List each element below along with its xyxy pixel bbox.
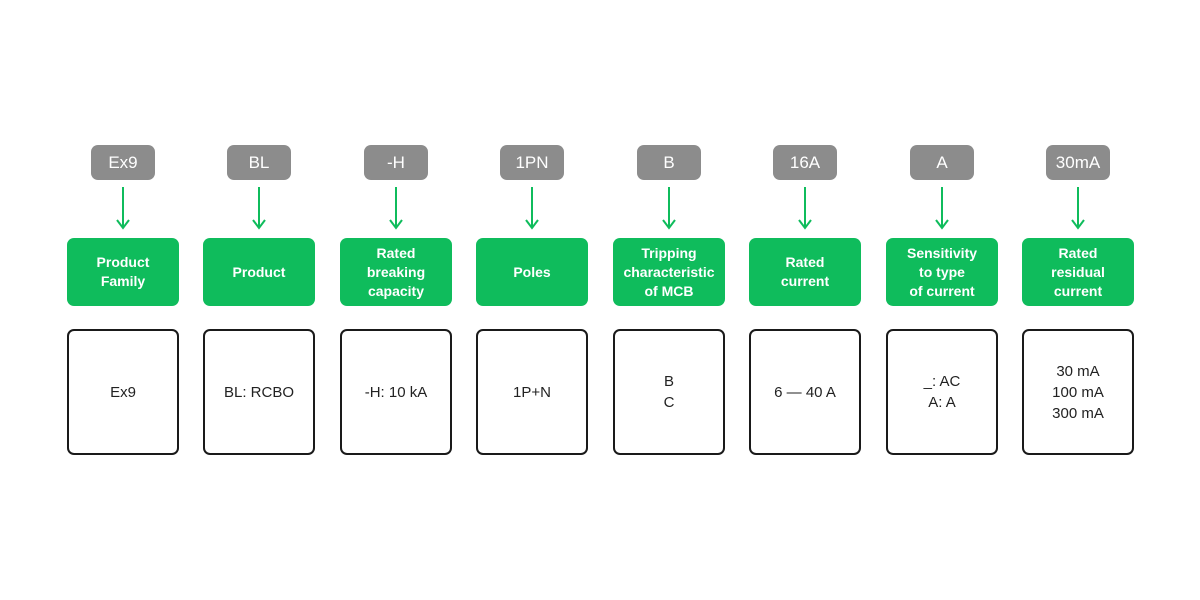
label-text: Poles <box>513 263 551 280</box>
column-rated-current: 16A Rated current 6 — 40 A <box>749 0 861 600</box>
down-arrow-icon <box>935 187 949 230</box>
column-residual-current: 30mA Rated residual current 30 mA 100 mA… <box>1022 0 1134 600</box>
value-box: 6 — 40 A <box>749 329 861 455</box>
column-sensitivity: A Sensitivity to type of current _: AC A… <box>886 0 998 600</box>
column-product-family: Ex9 Product Family Ex9 <box>67 0 179 600</box>
value-box: 1P+N <box>476 329 588 455</box>
value-text: B C <box>663 373 675 411</box>
down-arrow-icon <box>252 187 266 230</box>
value-text: 6 — 40 A <box>774 383 836 401</box>
column-tripping-characteristic: B Tripping characteristic of MCB B C <box>613 0 725 600</box>
code-tag: B <box>637 145 701 180</box>
value-text: _: AC A: A <box>923 373 961 411</box>
label-text: Tripping characteristic of MCB <box>623 244 715 299</box>
code-tag: 30mA <box>1046 145 1110 180</box>
value-box: 30 mA 100 mA 300 mA <box>1022 329 1134 455</box>
label-box: Tripping characteristic of MCB <box>613 238 725 306</box>
value-box: _: AC A: A <box>886 329 998 455</box>
label-box: Product <box>203 238 315 306</box>
value-text: 1P+N <box>513 383 551 401</box>
down-arrow-icon <box>389 187 403 230</box>
code-tag: Ex9 <box>91 145 155 180</box>
value-box: -H: 10 kA <box>340 329 452 455</box>
down-arrow-icon <box>1071 187 1085 230</box>
label-text: Rated breaking capacity <box>366 244 426 299</box>
code-tag: -H <box>364 145 428 180</box>
label-box: Rated current <box>749 238 861 306</box>
label-text: Product Family <box>96 254 150 289</box>
down-arrow-icon <box>116 187 130 230</box>
code-tag: BL <box>227 145 291 180</box>
label-box: Rated breaking capacity <box>340 238 452 306</box>
down-arrow-icon <box>525 187 539 230</box>
value-text: Ex9 <box>110 383 136 401</box>
label-text: Rated current <box>780 254 830 289</box>
value-text: 30 mA 100 mA 300 mA <box>1052 362 1104 422</box>
label-box: Poles <box>476 238 588 306</box>
value-box: Ex9 <box>67 329 179 455</box>
code-tag: 16A <box>773 145 837 180</box>
label-box: Product Family <box>67 238 179 306</box>
value-text: -H: 10 kA <box>364 383 428 401</box>
label-text: Rated residual current <box>1051 244 1105 299</box>
value-box: BL: RCBO <box>203 329 315 455</box>
label-box: Sensitivity to type of current <box>886 238 998 306</box>
column-product: BL Product BL: RCBO <box>203 0 315 600</box>
value-box: B C <box>613 329 725 455</box>
value-text: BL: RCBO <box>223 383 295 401</box>
column-poles: 1PN Poles 1P+N <box>476 0 588 600</box>
label-box: Rated residual current <box>1022 238 1134 306</box>
down-arrow-icon <box>662 187 676 230</box>
code-tag: 1PN <box>500 145 564 180</box>
label-text: Sensitivity to type of current <box>906 244 978 299</box>
column-breaking-capacity: -H Rated breaking capacity -H: 10 kA <box>340 0 452 600</box>
down-arrow-icon <box>798 187 812 230</box>
label-text: Product <box>232 263 286 280</box>
code-tag: A <box>910 145 974 180</box>
